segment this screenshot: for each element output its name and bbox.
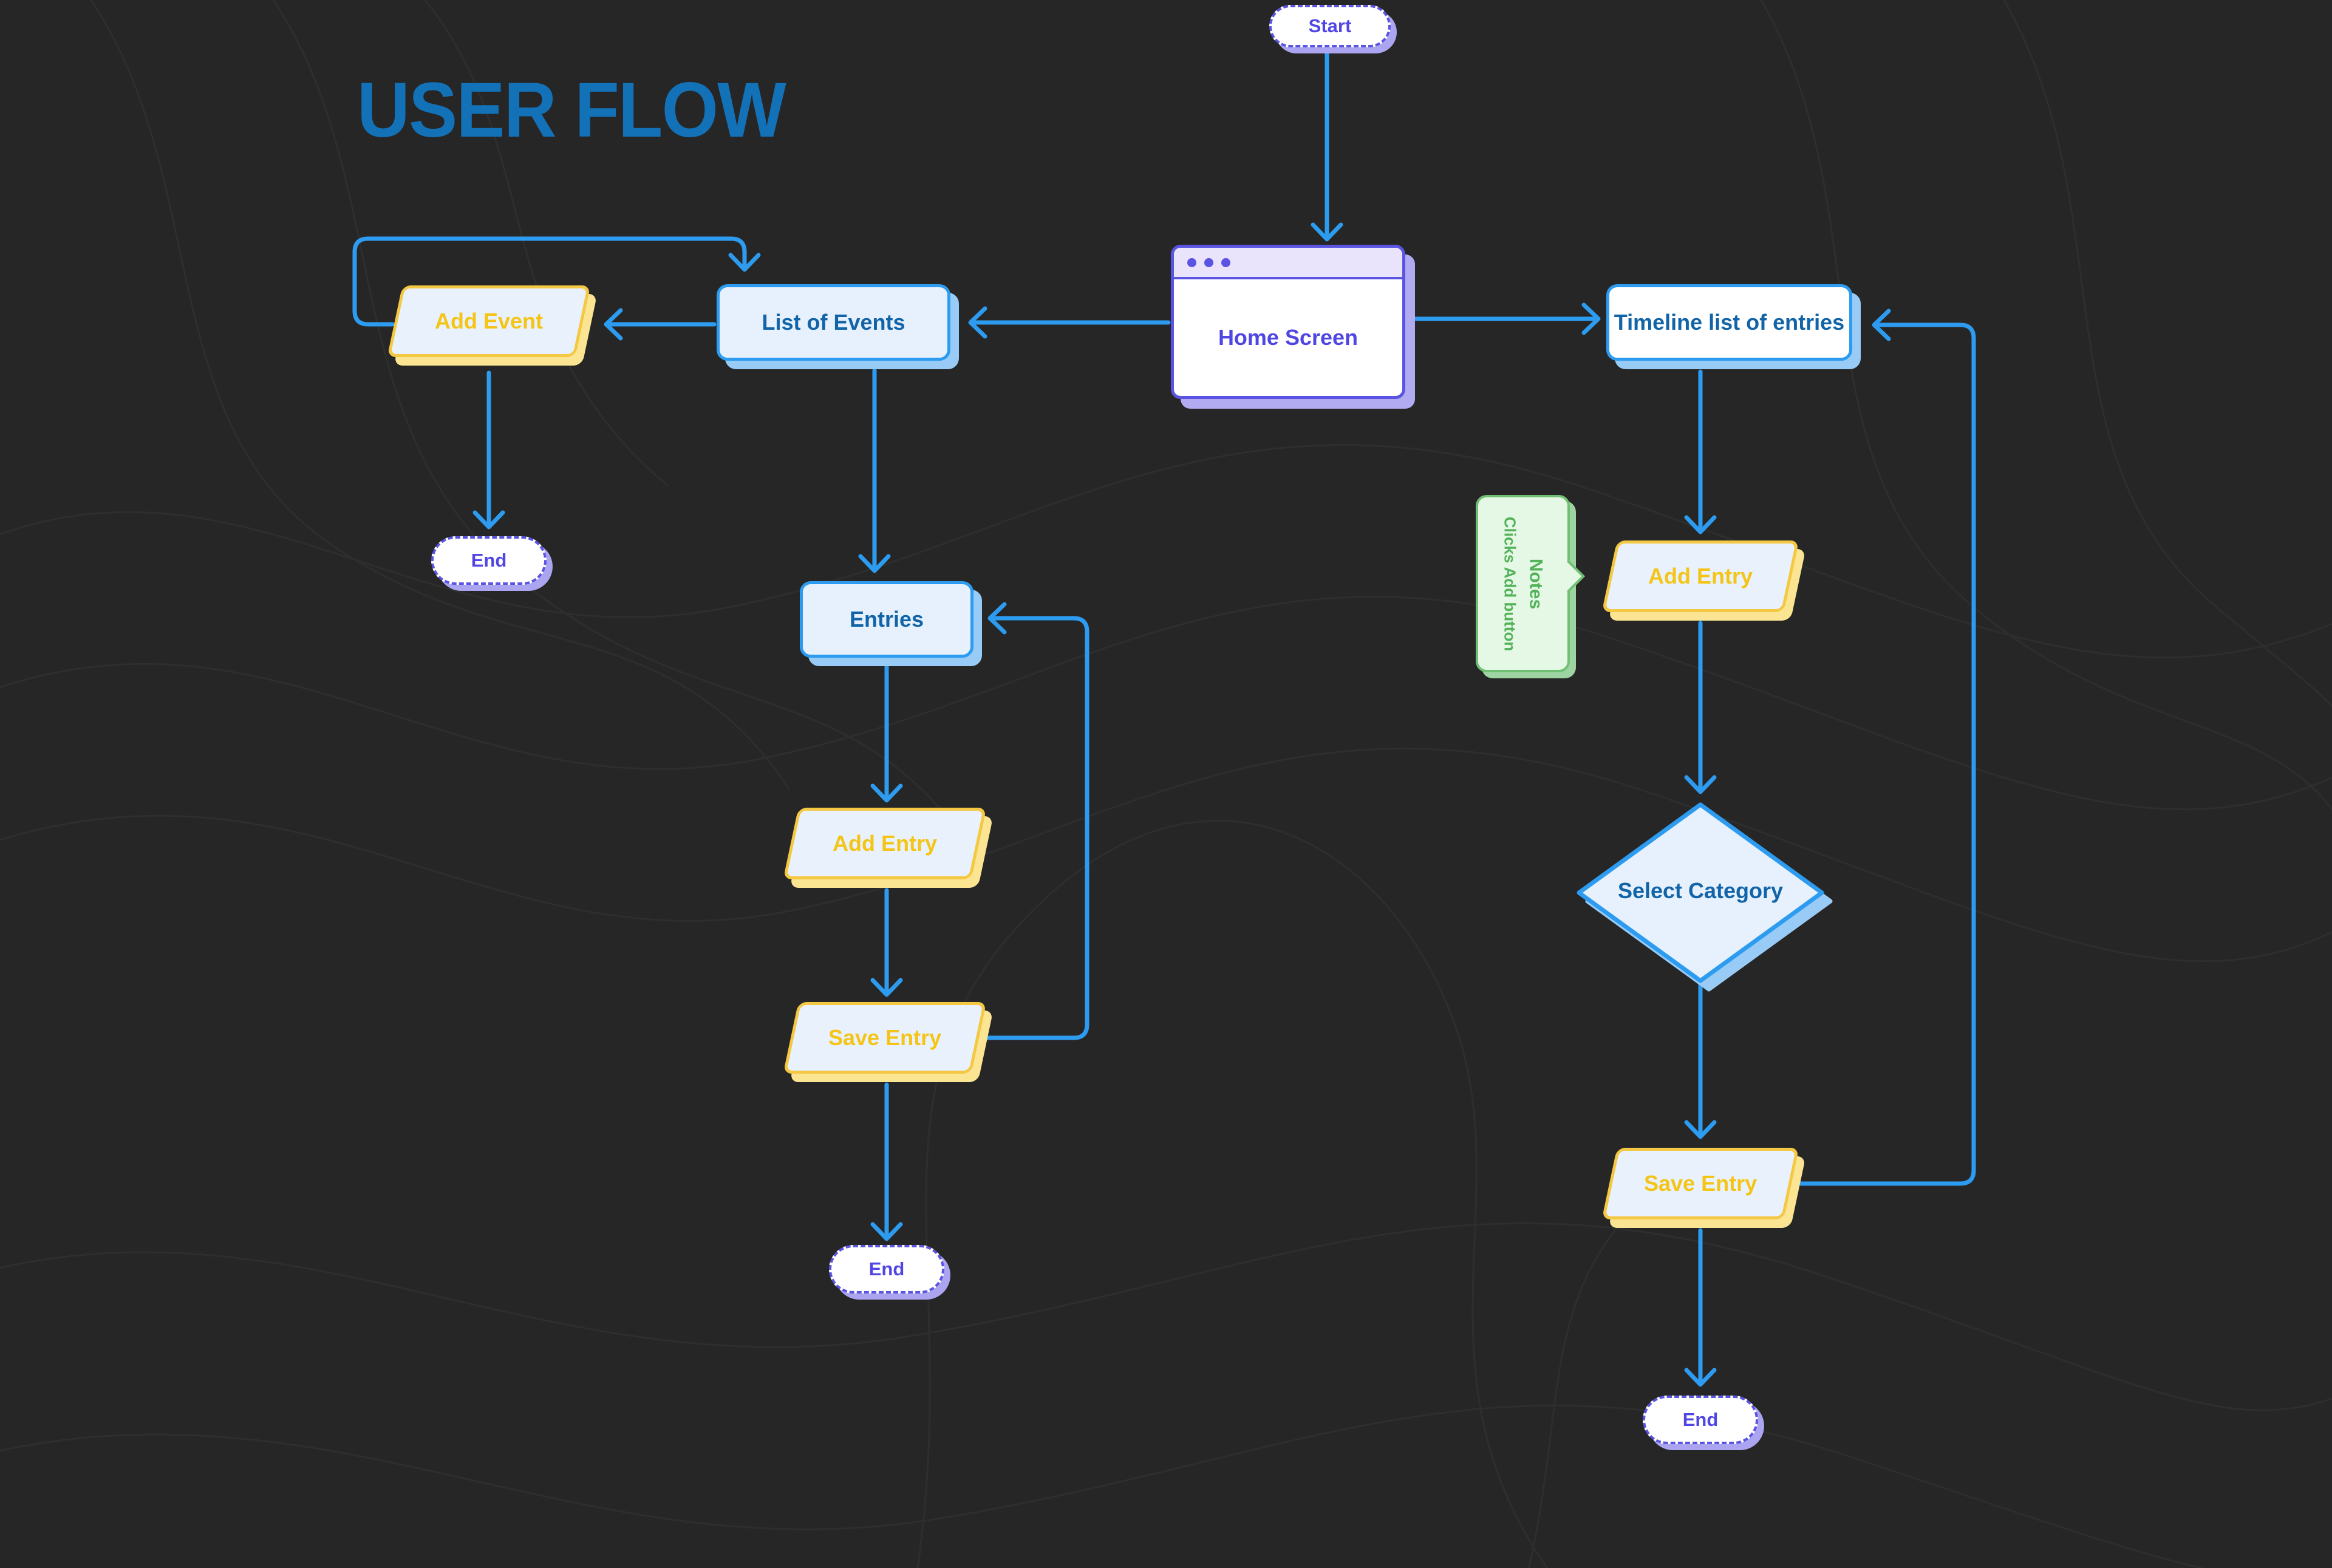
notes-title: Notes (1526, 558, 1546, 609)
arrowhead-left (1872, 308, 1891, 341)
edge-saveentry-timeline-loop (1790, 322, 1976, 1186)
node-add-entry-mid: Add Entry (783, 808, 987, 879)
arrowhead-down (870, 783, 903, 803)
node-list-of-events: List of Events (717, 284, 950, 361)
node-add-entry-right-label: Add Entry (1648, 564, 1753, 588)
node-start-label: Start (1308, 15, 1352, 36)
diamond-shape (1577, 802, 1833, 992)
arrowhead-left (987, 602, 1007, 635)
node-timeline-list: Timeline list of entries (1606, 284, 1852, 361)
node-select-category-label: Select Category (1617, 878, 1784, 903)
arrowhead-right (1581, 302, 1601, 335)
node-add-event: Add Event (387, 285, 591, 357)
notes-body: Clicks Add button (1501, 516, 1519, 651)
node-end-left: End (431, 536, 547, 585)
node-notes: Notes Clicks Add button (1476, 495, 1570, 672)
edge-saveentry-entries-loop (979, 616, 1089, 1040)
arrowhead-left (968, 306, 987, 339)
window-dot-icon (1187, 257, 1196, 267)
node-timeline-list-label: Timeline list of entries (1614, 310, 1845, 335)
node-end-left-label: End (471, 550, 507, 571)
page-title: USER FLOW (357, 67, 786, 154)
node-end-right-label: End (1682, 1409, 1719, 1430)
node-list-of-events-label: List of Events (762, 310, 905, 335)
node-end-mid: End (829, 1245, 944, 1294)
node-end-right: End (1643, 1396, 1758, 1444)
arrowhead-down (728, 253, 761, 272)
arrowhead-down (870, 1222, 903, 1241)
node-entries: Entries (800, 581, 973, 658)
node-start: Start (1269, 5, 1391, 47)
arrowhead-left (604, 308, 623, 341)
window-dot-icon (1204, 257, 1213, 267)
arrowhead-down (1311, 222, 1343, 242)
node-save-entry-mid-label: Save Entry (828, 1025, 942, 1050)
node-add-event-label: Add Event (434, 308, 543, 333)
notes-content: Notes Clicks Add button (1476, 495, 1570, 672)
edge-addevent-list-loop (352, 236, 747, 327)
arrowhead-down (1684, 1368, 1717, 1387)
arrowhead-down (1684, 775, 1717, 794)
arrowhead-down (870, 978, 903, 997)
node-add-entry-right: Add Entry (1601, 540, 1799, 612)
node-save-entry-right: Save Entry (1601, 1148, 1799, 1219)
node-select-category (1572, 797, 1839, 998)
node-save-entry-mid: Save Entry (783, 1002, 987, 1074)
node-home-screen: Home Screen (1171, 245, 1405, 399)
node-end-mid-label: End (868, 1258, 905, 1280)
node-entries-label: Entries (849, 607, 924, 632)
arrowhead-down (1684, 1120, 1717, 1139)
node-save-entry-right-label: Save Entry (1643, 1171, 1758, 1196)
arrowhead-down (472, 510, 505, 530)
arrowhead-down (1684, 515, 1717, 534)
node-home-screen-label: Home Screen (1218, 325, 1359, 350)
browser-titlebar (1174, 248, 1402, 279)
window-dot-icon (1221, 257, 1230, 267)
browser-body: Home Screen (1174, 279, 1402, 396)
arrowhead-down (858, 554, 891, 573)
node-add-entry-mid-label: Add Entry (832, 831, 937, 856)
